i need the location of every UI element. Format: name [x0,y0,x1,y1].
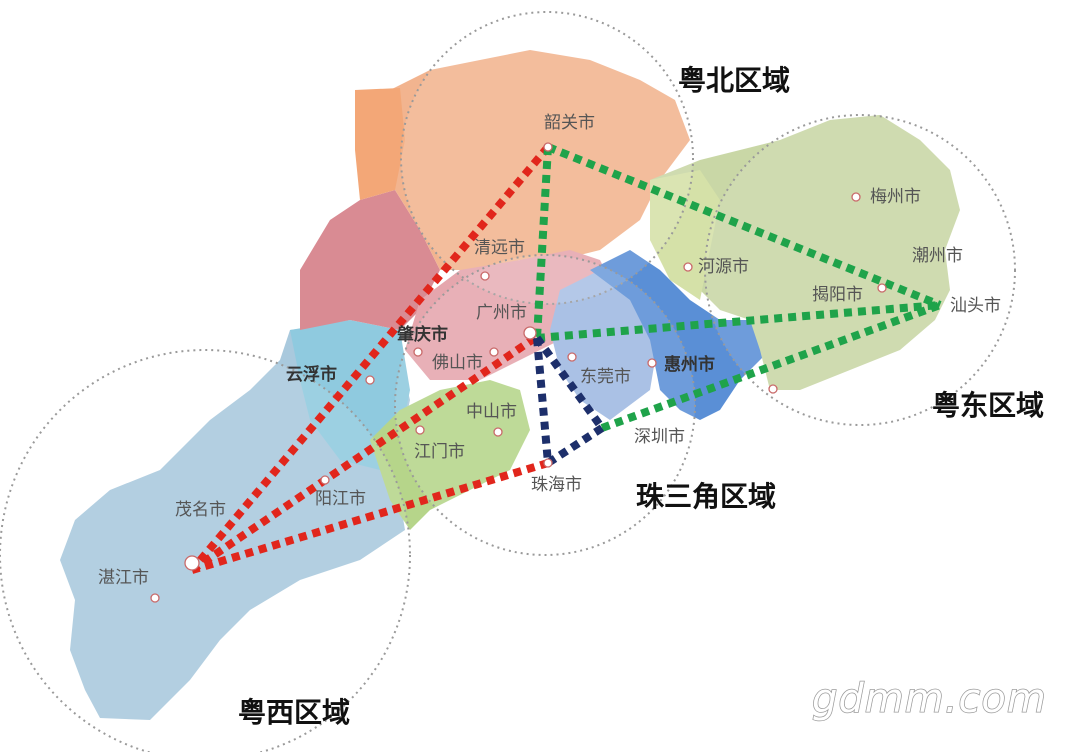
city-label-yunfu: 云浮市 [286,364,337,385]
region-label-east: 粤东区域 [932,389,1044,422]
city-label-jiangmen: 江门市 [414,442,465,462]
city-label-guangzhou: 广州市 [476,303,527,323]
city-label-qingyuan: 清远市 [474,238,525,258]
city-label-huizhou: 惠州市 [664,354,715,375]
region-circles [0,11,1016,752]
city-labels: 韶关市 清远市 广州市 肇庆市 佛山市 云浮市 东莞市 惠州市 中山市 江门市 … [98,113,1001,588]
area-huizhou [590,250,770,420]
area-delta [405,250,620,380]
area-heyuan [650,170,720,300]
watermark: gdmm.com [812,676,1047,722]
circle-west [0,349,411,752]
city-label-zhongshan: 中山市 [466,402,517,422]
region-labels: 粤北区域 粤东区域 珠三角区域 粤西区域 [238,64,1044,729]
circle-east [704,114,1016,426]
city-label-zhanjiang: 湛江市 [98,568,149,588]
city-label-shaoguan: 韶关市 [544,113,595,133]
city-label-maoming: 茂名市 [175,500,226,520]
area-north [360,50,690,270]
city-label-jieyang: 揭阳市 [812,285,863,305]
area-zhaoqing [300,190,440,330]
city-label-meizhou: 梅州市 [870,187,921,207]
city-label-chaozhou: 潮州市 [912,246,963,266]
connections-navy [533,335,606,467]
region-label-delta: 珠三角区域 [636,480,776,513]
connections-red [188,144,552,574]
region-label-north: 粤北区域 [678,64,790,97]
province-areas [60,50,960,720]
area-east [650,115,960,390]
circle-delta [394,254,696,556]
city-label-heyuan: 河源市 [698,257,749,277]
connections-green [533,143,942,432]
region-label-west: 粤西区域 [238,696,350,729]
city-label-shenzhen: 深圳市 [634,427,685,447]
area-dongguan [550,270,660,420]
city-label-zhuhai: 珠海市 [531,475,582,495]
circle-north [400,11,694,305]
area-northwest [355,88,405,200]
city-label-zhaoqing: 肇庆市 [397,324,448,345]
city-label-foshan: 佛山市 [432,353,483,373]
city-dots [150,142,887,603]
city-label-yangjiang: 阳江市 [315,489,366,509]
area-jiangmen [370,380,530,530]
city-label-dongguan: 东莞市 [580,367,631,387]
city-label-shantou: 汕头市 [950,296,1001,316]
